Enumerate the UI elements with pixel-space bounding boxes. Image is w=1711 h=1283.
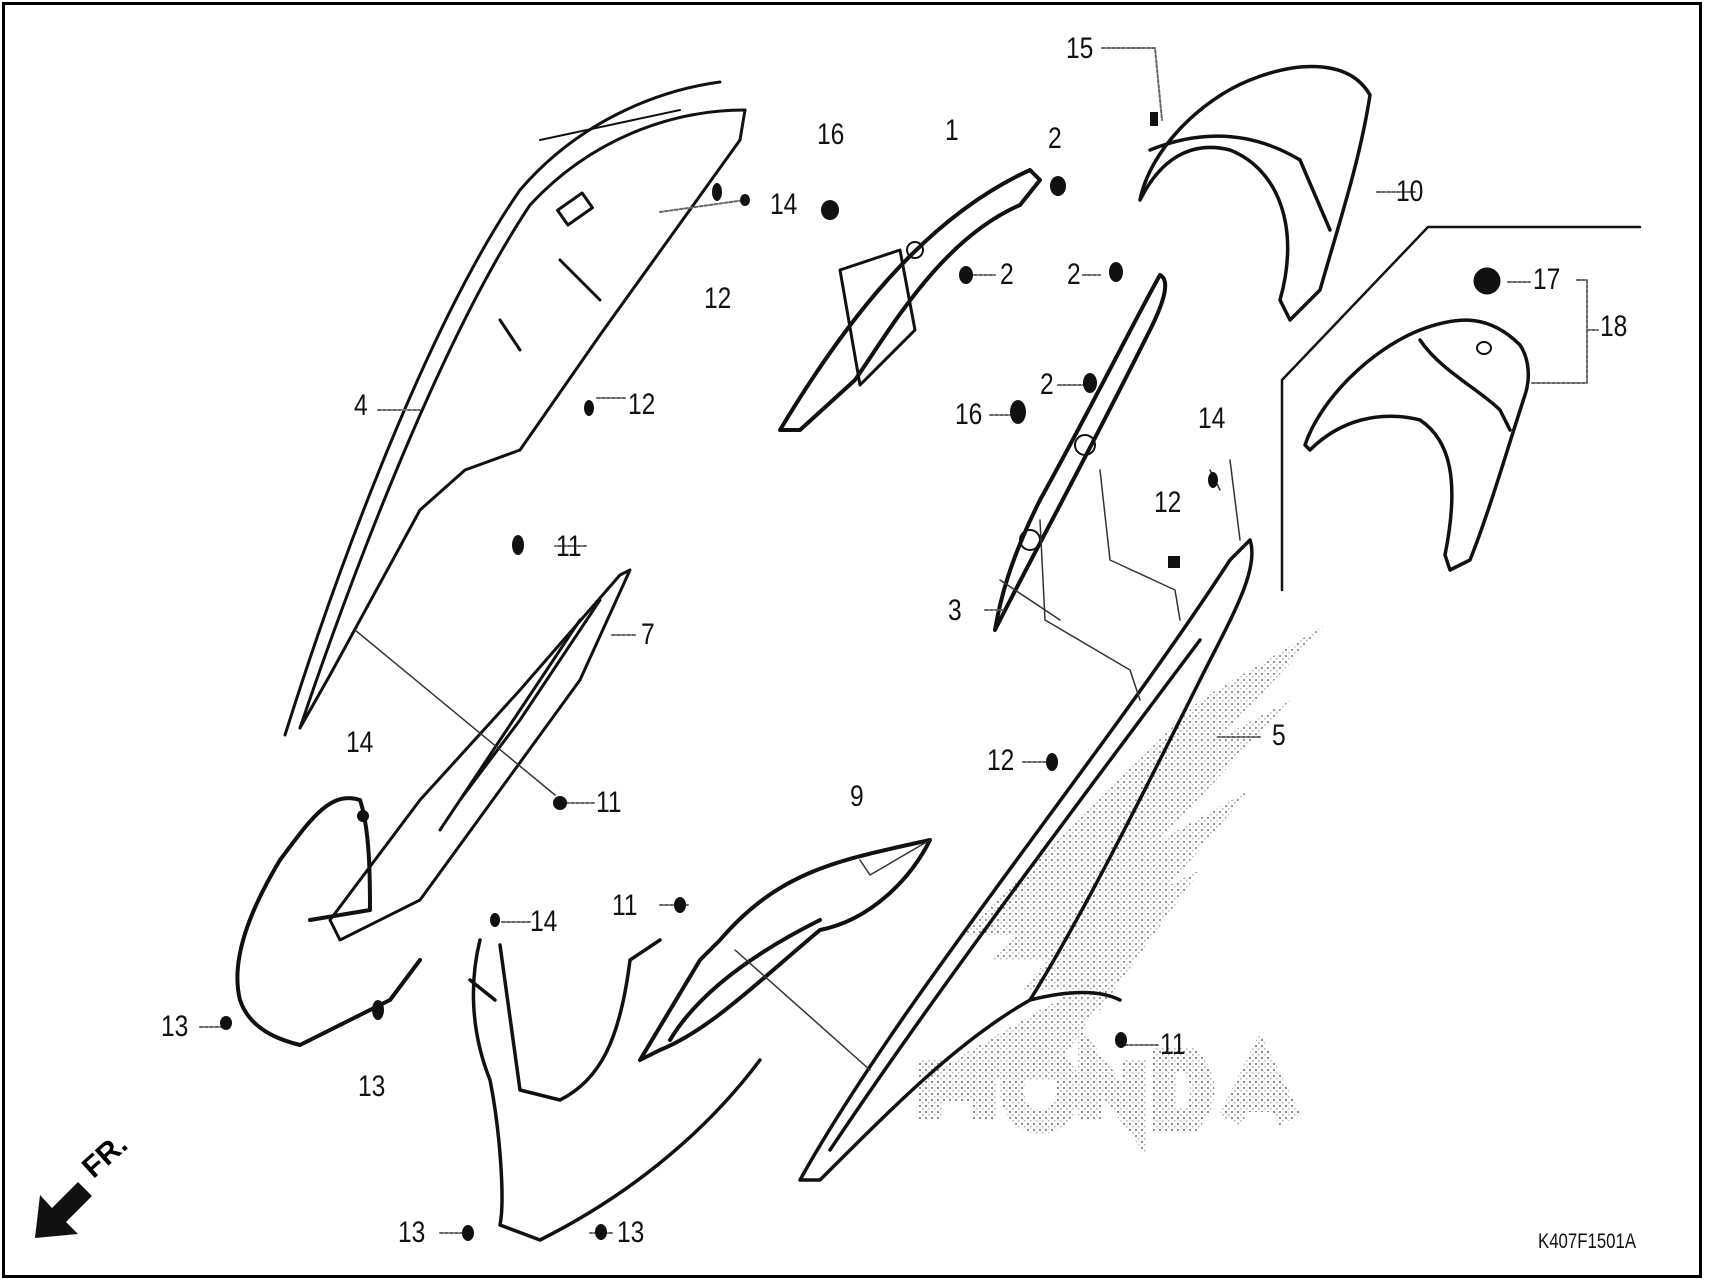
callout-part-10[interactable]: 10 (1396, 175, 1424, 208)
part-16-bolt-icon (1010, 400, 1026, 424)
part-1-center-cover (778, 168, 1042, 432)
callout-part-2[interactable]: 2 (1000, 258, 1014, 291)
callout-part-11[interactable]: 11 (556, 530, 582, 563)
callout-part-12[interactable]: 12 (1154, 486, 1182, 519)
callout-part-13[interactable]: 13 (398, 1216, 426, 1249)
part-2-nut-icon (1050, 176, 1066, 196)
part-11-screw-icon (674, 897, 686, 913)
callout-part-2[interactable]: 2 (1048, 122, 1062, 155)
part-14-clip-icon (740, 194, 750, 206)
diagram-code: K407F1501A (1538, 1230, 1637, 1253)
callout-part-13[interactable]: 13 (358, 1070, 386, 1103)
part-2-nut-icon (1109, 262, 1123, 282)
callout-part-14[interactable]: 14 (530, 905, 558, 938)
callout-part-17[interactable]: 17 (1533, 263, 1561, 296)
callout-part-13[interactable]: 13 (617, 1216, 645, 1249)
callout-part-1[interactable]: 1 (945, 114, 959, 147)
callout-part-14[interactable]: 14 (1198, 402, 1226, 435)
part-12-clip-icon (1046, 753, 1058, 771)
part-7-under-cover (328, 568, 632, 942)
part-2-nut-icon (959, 266, 973, 284)
callout-part-15[interactable]: 15 (1066, 32, 1094, 65)
part-2-nut-icon (1083, 373, 1097, 393)
callout-part-7[interactable]: 7 (641, 618, 655, 651)
callout-part-2[interactable]: 2 (1067, 258, 1081, 291)
part-11-screw-icon (512, 535, 524, 555)
part-12-clip-icon (1168, 556, 1180, 568)
honda-wing-watermark-icon (920, 625, 1325, 1080)
front-direction-arrow-icon (35, 1182, 92, 1238)
callout-part-13[interactable]: 13 (161, 1010, 189, 1043)
part-11-screw-icon (553, 796, 567, 810)
part-5-side-cover-right (798, 538, 1254, 1182)
callout-part-14[interactable]: 14 (346, 726, 374, 759)
callout-part-14[interactable]: 14 (770, 188, 798, 221)
callout-part-11[interactable]: 11 (596, 786, 622, 819)
callout-part-16[interactable]: 16 (817, 118, 845, 151)
leader-lines (199, 47, 1599, 1234)
callout-part-3[interactable]: 3 (948, 594, 962, 627)
part-12-clip-icon (712, 183, 722, 201)
callout-part-2[interactable]: 2 (1040, 368, 1054, 401)
callout-part-12[interactable]: 12 (987, 744, 1015, 777)
callout-part-4[interactable]: 4 (354, 389, 368, 422)
part-11-screw-icon (1115, 1032, 1127, 1048)
part-14-clip-icon (1208, 472, 1218, 488)
part-lower-floor-panel (468, 938, 762, 1242)
callout-part-12[interactable]: 12 (628, 388, 656, 421)
part-10-rear-center-cover (1138, 64, 1372, 322)
set-18-boundary (1280, 225, 1642, 592)
callout-part-18[interactable]: 18 (1600, 310, 1628, 343)
part-18-rear-center-cover-set (1303, 318, 1531, 572)
callout-part-16[interactable]: 16 (955, 398, 983, 431)
part-12-clip-icon (584, 400, 594, 416)
part-15-screw-icon (1150, 112, 1158, 126)
part-16-bolt-icon (821, 200, 839, 220)
part-3-center-trim (993, 273, 1168, 632)
part-14-clip-icon (490, 913, 500, 927)
part-13-clip-icon (220, 1016, 232, 1030)
callout-part-9[interactable]: 9 (850, 780, 864, 813)
callout-part-5[interactable]: 5 (1272, 719, 1286, 752)
callout-part-11[interactable]: 11 (1160, 1028, 1186, 1061)
part-17-cap-icon (1473, 267, 1501, 295)
part-4-side-cover-left (283, 80, 747, 737)
callout-part-11[interactable]: 11 (612, 889, 638, 922)
part-9-under-trim (638, 838, 932, 1062)
part-14-clip-icon (357, 810, 369, 822)
honda-text-watermark (918, 1024, 1301, 1156)
callout-part-12[interactable]: 12 (704, 282, 732, 315)
part-13-clip-icon (462, 1225, 474, 1241)
fasteners (220, 112, 1218, 1241)
part-13-clip-icon (595, 1224, 607, 1240)
part-13-clip-icon (372, 1000, 384, 1020)
